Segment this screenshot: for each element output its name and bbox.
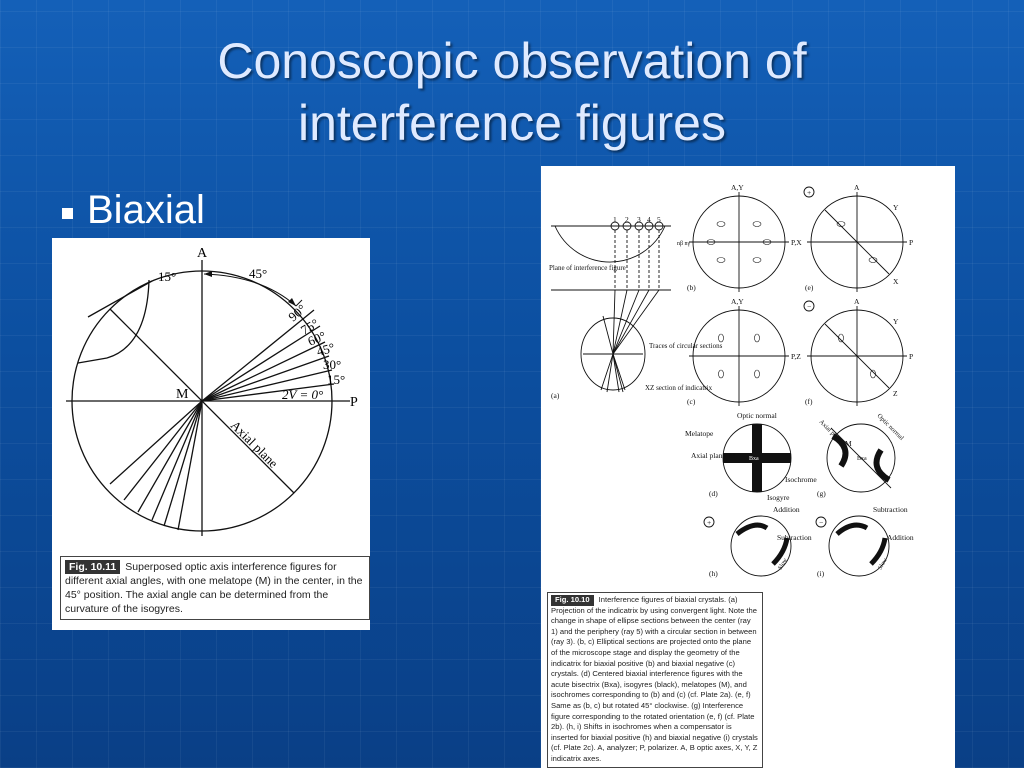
- label-X-e: X: [893, 277, 899, 286]
- label-P-f: P: [909, 352, 913, 361]
- interference-diagram: A P M 15° 45° 90° 75° 60° 45° 30° 15° 2V…: [66, 246, 358, 536]
- figure-tag: Fig. 10.11: [65, 560, 121, 574]
- minus-icon-i: −: [819, 518, 823, 527]
- label-axial-plane-d: Axial plane: [691, 451, 726, 460]
- label-Z-f: Z: [893, 389, 898, 398]
- title-line-2: interference figures: [297, 95, 726, 151]
- label-AY-c: A,Y: [731, 297, 744, 306]
- label-M-d: M: [729, 451, 736, 460]
- minus-icon-f: −: [807, 302, 811, 311]
- isogyre-60: [201, 341, 326, 402]
- label-PZ: P,Z: [791, 352, 801, 361]
- label-Y-e: Y: [893, 203, 899, 212]
- label-addition-h: Addition: [773, 505, 800, 514]
- label-ngnb: nβ nγ: [677, 241, 691, 247]
- label-A-e: A: [854, 183, 860, 192]
- caption-text: Superposed optic axis interference figur…: [65, 561, 363, 615]
- label-f: (f): [805, 397, 813, 406]
- bullet-item: Biaxial: [62, 188, 205, 233]
- title-line-1: Conoscopic observation of: [217, 33, 807, 89]
- fig-i-circle: [828, 515, 890, 577]
- hemisphere: [554, 225, 666, 263]
- label-bxa-g: Bxa: [857, 456, 867, 462]
- label-xz-section: XZ section of indicatrix: [645, 384, 713, 392]
- ray-2: 2: [625, 215, 629, 224]
- label-b: (b): [687, 283, 696, 292]
- label-P: P: [350, 395, 358, 410]
- fig-h-circle: [730, 515, 792, 577]
- label-plane-interference: Plane of interference figure: [549, 264, 626, 272]
- isogyre-90: [201, 309, 315, 402]
- label-addition-i: Addition: [887, 533, 914, 542]
- label-15deg: 15°: [327, 372, 345, 387]
- label-c: (c): [687, 397, 696, 406]
- xz-section-ellipse: [580, 317, 646, 391]
- label-P-e: P: [909, 238, 913, 247]
- label-melatope: Melatope: [685, 429, 714, 438]
- label-optic-normal-g: Optic normal: [876, 412, 905, 441]
- ray-1: 1: [613, 215, 617, 224]
- label-45deg-top: 45°: [249, 266, 267, 281]
- ray-4: 4: [647, 215, 651, 224]
- label-subtraction-h: Subtraction: [777, 533, 812, 542]
- label-PX: P,X: [791, 238, 802, 247]
- isogyre-30: [201, 369, 333, 402]
- figure-tag: Fig. 10.10: [551, 595, 594, 606]
- ray-3: 3: [637, 215, 641, 224]
- label-M-g: M: [845, 439, 852, 448]
- bullet-square-icon: [62, 208, 73, 219]
- label-bxa-d: Bxa: [749, 456, 759, 462]
- fig-g-circle: [826, 423, 896, 493]
- label-M: M: [176, 387, 189, 402]
- label-Y-f: Y: [893, 317, 899, 326]
- label-15deg-top: 15°: [158, 269, 176, 284]
- label-e: (e): [805, 283, 814, 292]
- label-30deg: 30°: [323, 357, 341, 372]
- label-optic-normal: Optic normal: [737, 411, 777, 420]
- label-d: (d): [709, 489, 718, 498]
- bullet-text: Biaxial: [87, 188, 205, 232]
- label-AY-b: A,Y: [731, 183, 744, 192]
- label-45deg: 45°: [315, 340, 336, 359]
- caption-text: Interference figures of biaxial crystals…: [551, 595, 758, 763]
- label-slow-h: Slow: [778, 557, 790, 571]
- ray-5: 5: [657, 215, 661, 224]
- plus-icon-e: +: [807, 188, 811, 197]
- label-A: A: [197, 246, 208, 261]
- slide-title: Conoscopic observation of interference f…: [0, 30, 1024, 154]
- plus-icon-h: +: [707, 518, 711, 527]
- biaxial-figures-diagram: 1 2 3 4 5 Plane of interference figure T…: [549, 183, 914, 578]
- figure-10-10: 1 2 3 4 5 Plane of interference figure T…: [541, 166, 955, 768]
- label-slow-i: Slow: [878, 557, 890, 571]
- isogyre-horizontal: [723, 453, 791, 463]
- figure-10-11: A P M 15° 45° 90° 75° 60° 45° 30° 15° 2V…: [52, 238, 370, 630]
- label-isogyre: Isogyre: [767, 493, 790, 502]
- label-isochrome: Isochrome: [785, 475, 817, 484]
- label-axial-plane: Axial plane: [228, 418, 281, 471]
- label-traces: Traces of circular sections: [649, 342, 723, 350]
- label-a: (a): [551, 391, 560, 400]
- isogyre-15-line: [87, 280, 153, 318]
- label-2V: 2V = 0°: [282, 387, 323, 402]
- label-subtraction-i: Subtraction: [873, 505, 908, 514]
- label-A-f: A: [854, 297, 860, 306]
- isogyre-15-arc: [106, 279, 150, 359]
- label-i: (i): [817, 569, 825, 578]
- label-g: (g): [817, 489, 826, 498]
- label-60deg: 60°: [306, 328, 328, 349]
- isogyre-45: [201, 355, 330, 402]
- isogyre-75: [201, 325, 321, 402]
- label-h: (h): [709, 569, 718, 578]
- isogyre-15: [201, 383, 335, 402]
